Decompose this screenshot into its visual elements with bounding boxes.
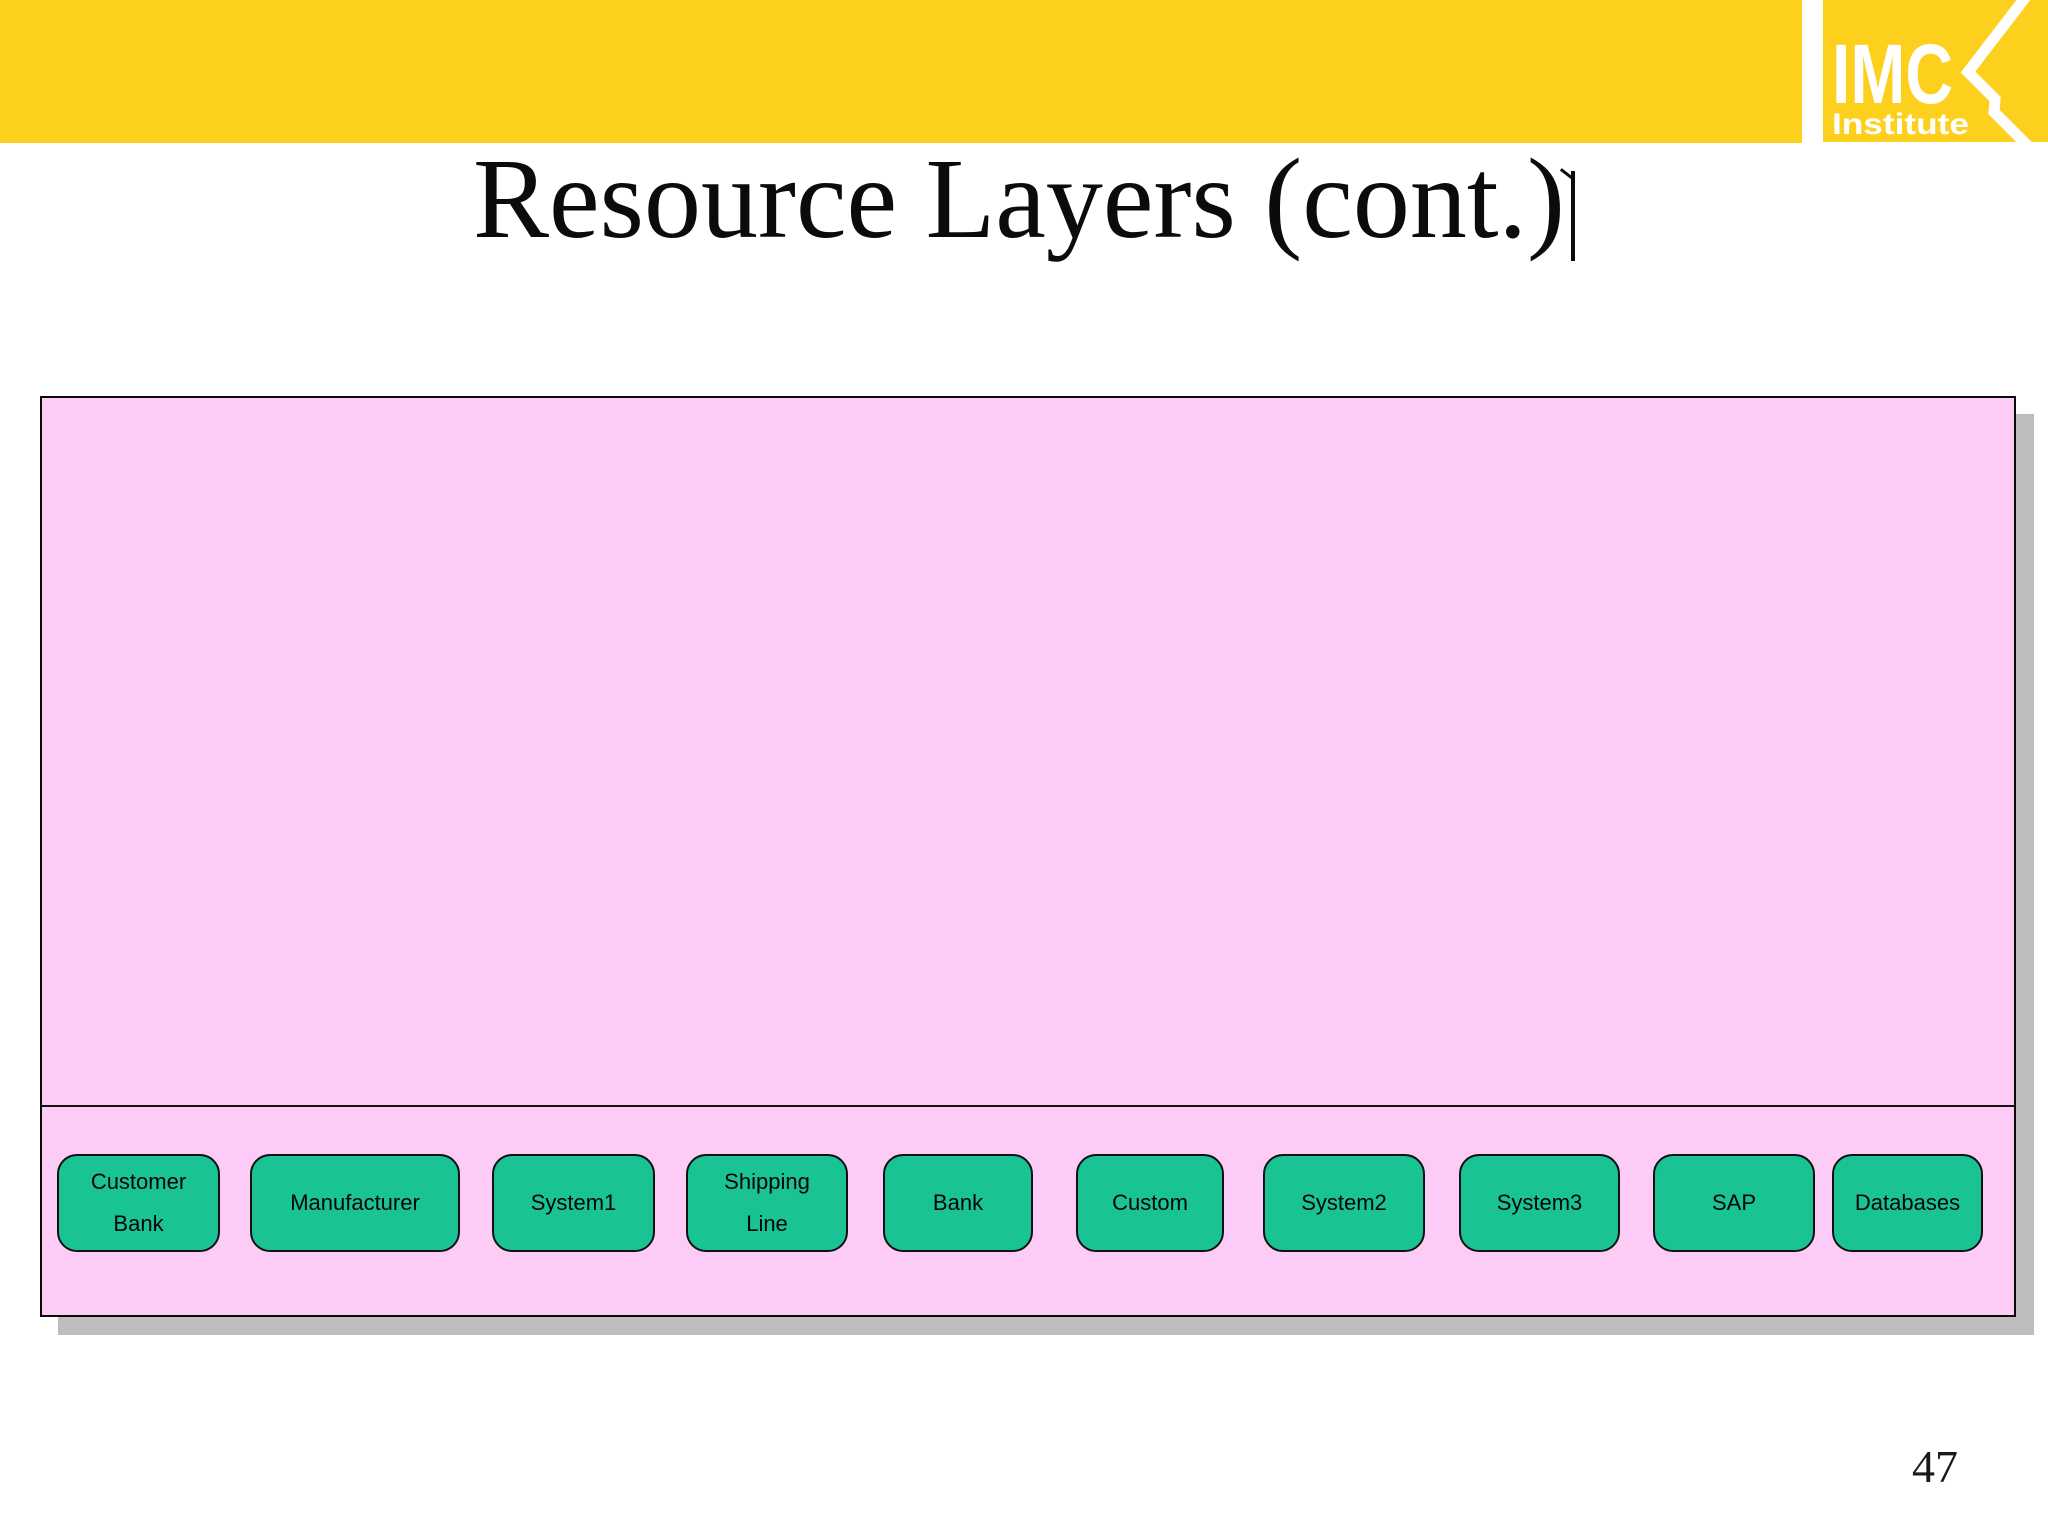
box-label: Line xyxy=(746,1211,788,1236)
box-label: System3 xyxy=(1496,1190,1583,1215)
resource-box-customer-bank[interactable]: Customer Bank xyxy=(57,1154,220,1252)
resource-box-system3[interactable]: System3 xyxy=(1459,1154,1620,1252)
box-label: Customer xyxy=(90,1169,187,1194)
resource-box-sap[interactable]: SAP xyxy=(1653,1154,1815,1252)
logo-chevron-icon xyxy=(1960,0,2032,142)
resource-box-system2[interactable]: System2 xyxy=(1263,1154,1425,1252)
resource-box-manufacturer[interactable]: Manufacturer xyxy=(250,1154,460,1252)
resource-box-shipping-line[interactable]: Shipping Line xyxy=(686,1154,848,1252)
resource-box-bank[interactable]: Bank xyxy=(883,1154,1033,1252)
box-label: Databases xyxy=(1854,1190,1961,1215)
box-label: Bank xyxy=(932,1190,984,1215)
box-label: System1 xyxy=(530,1190,617,1215)
logo-name: Institute xyxy=(1832,108,1969,141)
box-label: Shipping xyxy=(724,1169,810,1194)
imc-logo-graphic: IMC Institute xyxy=(1823,0,2048,142)
box-label: System2 xyxy=(1301,1190,1387,1215)
box-label: Bank xyxy=(113,1211,164,1236)
box-label: SAP xyxy=(1711,1190,1757,1215)
box-label: Custom xyxy=(1112,1190,1188,1215)
layers-divider-line xyxy=(42,1105,2014,1107)
slide-title[interactable]: Resource Layers (cont.) xyxy=(0,142,2048,261)
text-caret xyxy=(1571,171,1576,261)
logo-acronym: IMC xyxy=(1832,27,1953,121)
imc-institute-logo: IMC Institute xyxy=(1823,0,2048,142)
resource-box-system1[interactable]: System1 xyxy=(492,1154,655,1252)
resource-box-custom[interactable]: Custom xyxy=(1076,1154,1224,1252)
header-bar xyxy=(0,0,1802,143)
resource-box-databases[interactable]: Databases xyxy=(1832,1154,1983,1252)
slide-title-text: Resource Layers (cont.) xyxy=(472,135,1566,262)
box-label: Manufacturer xyxy=(290,1190,420,1215)
resource-layers-panel[interactable]: Customer Bank Manufacturer System1 Shipp… xyxy=(40,396,2016,1317)
page-number: 47 xyxy=(1912,1441,1958,1492)
